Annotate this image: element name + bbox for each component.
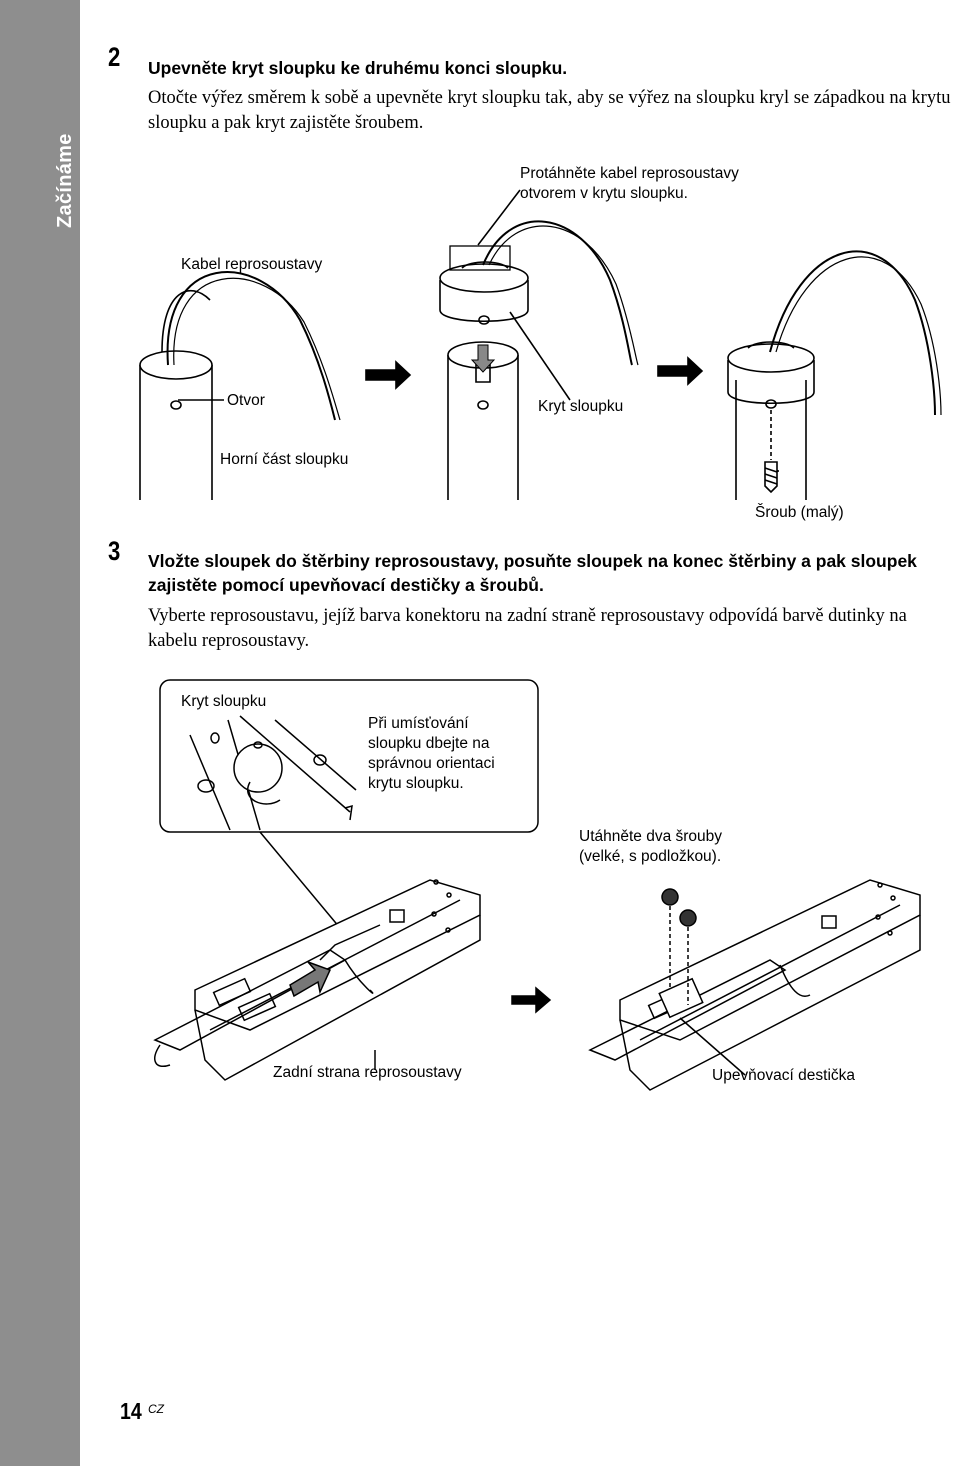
- label-speaker-cable: Kabel reprosoustavy: [181, 256, 323, 273]
- step-3-number: 3: [108, 536, 121, 566]
- label-tighten-1: Utáhněte dva šrouby: [579, 828, 723, 845]
- step-3-text: Vyberte reprosoustavu, jejíž barva konek…: [148, 606, 907, 651]
- section-sidebar: Začínáme: [0, 0, 80, 1466]
- step-2-title: Upevněte kryt sloupku ke druhému konci s…: [148, 58, 568, 78]
- label-orientation-4: krytu sloupku.: [368, 775, 464, 792]
- label-pull-cable-1: Protáhněte kabel reprosoustavy: [520, 165, 739, 182]
- label-orientation-3: správnou orientaci: [368, 755, 495, 772]
- page-suffix: CZ: [148, 1402, 164, 1416]
- label-orientation-1: Při umísťování: [368, 715, 469, 732]
- step-3-title: Vložte sloupek do štěrbiny reprosoustavy…: [148, 551, 917, 595]
- page-number: 14: [120, 1398, 142, 1424]
- step-2-number: 2: [108, 42, 121, 72]
- label-tighten-2: (velké, s podložkou).: [579, 848, 722, 865]
- label-pole-cover: Kryt sloupku: [538, 398, 624, 415]
- label-fixing-plate: Upevňovací destička: [712, 1067, 856, 1084]
- label-hole: Otvor: [227, 392, 265, 409]
- label-orientation-2: sloupku dbejte na: [368, 735, 490, 752]
- label-pull-cable-2: otvorem v krytu sloupku.: [520, 185, 688, 202]
- label-pole-cover-2: Kryt sloupku: [181, 693, 267, 710]
- label-screw-small: Šroub (malý): [755, 504, 844, 521]
- label-pole-top: Horní část sloupku: [220, 451, 349, 468]
- step-2-text: Otočte výřez směrem k sobě a upevněte kr…: [148, 88, 951, 133]
- label-speaker-back: Zadní strana reprosoustavy: [273, 1064, 462, 1081]
